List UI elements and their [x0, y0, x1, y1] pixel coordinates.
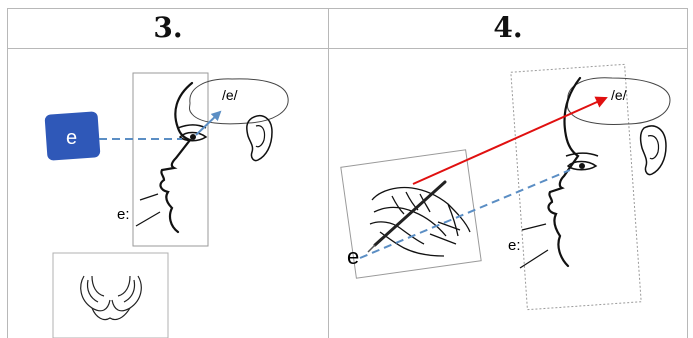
- sound-dashed-line: [359, 169, 571, 259]
- table-header-divider: [7, 48, 688, 49]
- brain-outline: [567, 77, 671, 125]
- column-title-4: 4.: [493, 11, 523, 44]
- sound-label: e:: [117, 206, 130, 223]
- read-arrow-red: [412, 96, 608, 185]
- eye-pupil: [190, 134, 196, 140]
- panel-3-illustration: /e/ e: e: [44, 72, 289, 338]
- eye-shape: [566, 160, 598, 171]
- pen-tip: [367, 244, 376, 253]
- eye-shape: [178, 131, 208, 142]
- phoneme-label: /e/: [222, 87, 238, 103]
- eyebrow: [177, 124, 207, 129]
- eye-pupil: [579, 163, 585, 169]
- phoneme-label: /e/: [611, 87, 627, 103]
- writing-hand-frame: [340, 149, 482, 279]
- brain-arrow: [195, 110, 222, 136]
- mouth-line-lower: [135, 211, 161, 227]
- ear-shape: [639, 125, 667, 176]
- cupped-hands-frame: [52, 252, 169, 338]
- table-column-divider: [328, 8, 329, 338]
- cupped-hands-icon: [80, 275, 142, 321]
- sound-label: e:: [508, 237, 521, 254]
- face-profile-line: [159, 81, 194, 234]
- face-profile-frame: [132, 72, 209, 247]
- panel-4-illustration: /e/ e: e: [340, 63, 671, 311]
- table-right-border: [687, 8, 688, 338]
- mouth-line-upper: [139, 193, 159, 201]
- pen: [373, 180, 447, 247]
- ear-inner: [647, 135, 660, 160]
- table-left-border: [7, 8, 8, 338]
- mouth-line-lower: [519, 249, 549, 269]
- mouth-line-upper: [521, 223, 547, 231]
- ear-shape: [246, 114, 273, 162]
- eyebrow: [565, 152, 599, 157]
- table-top-border: [7, 8, 688, 9]
- written-letter: e: [347, 244, 359, 269]
- column-title-3: 3.: [153, 11, 183, 44]
- face-profile-line: [547, 76, 582, 268]
- brain-outline: [189, 78, 289, 125]
- writing-hand-icon: [369, 186, 471, 257]
- letter-box: [44, 111, 101, 161]
- ear-inner: [255, 125, 266, 148]
- letter-box-text: e: [66, 127, 77, 149]
